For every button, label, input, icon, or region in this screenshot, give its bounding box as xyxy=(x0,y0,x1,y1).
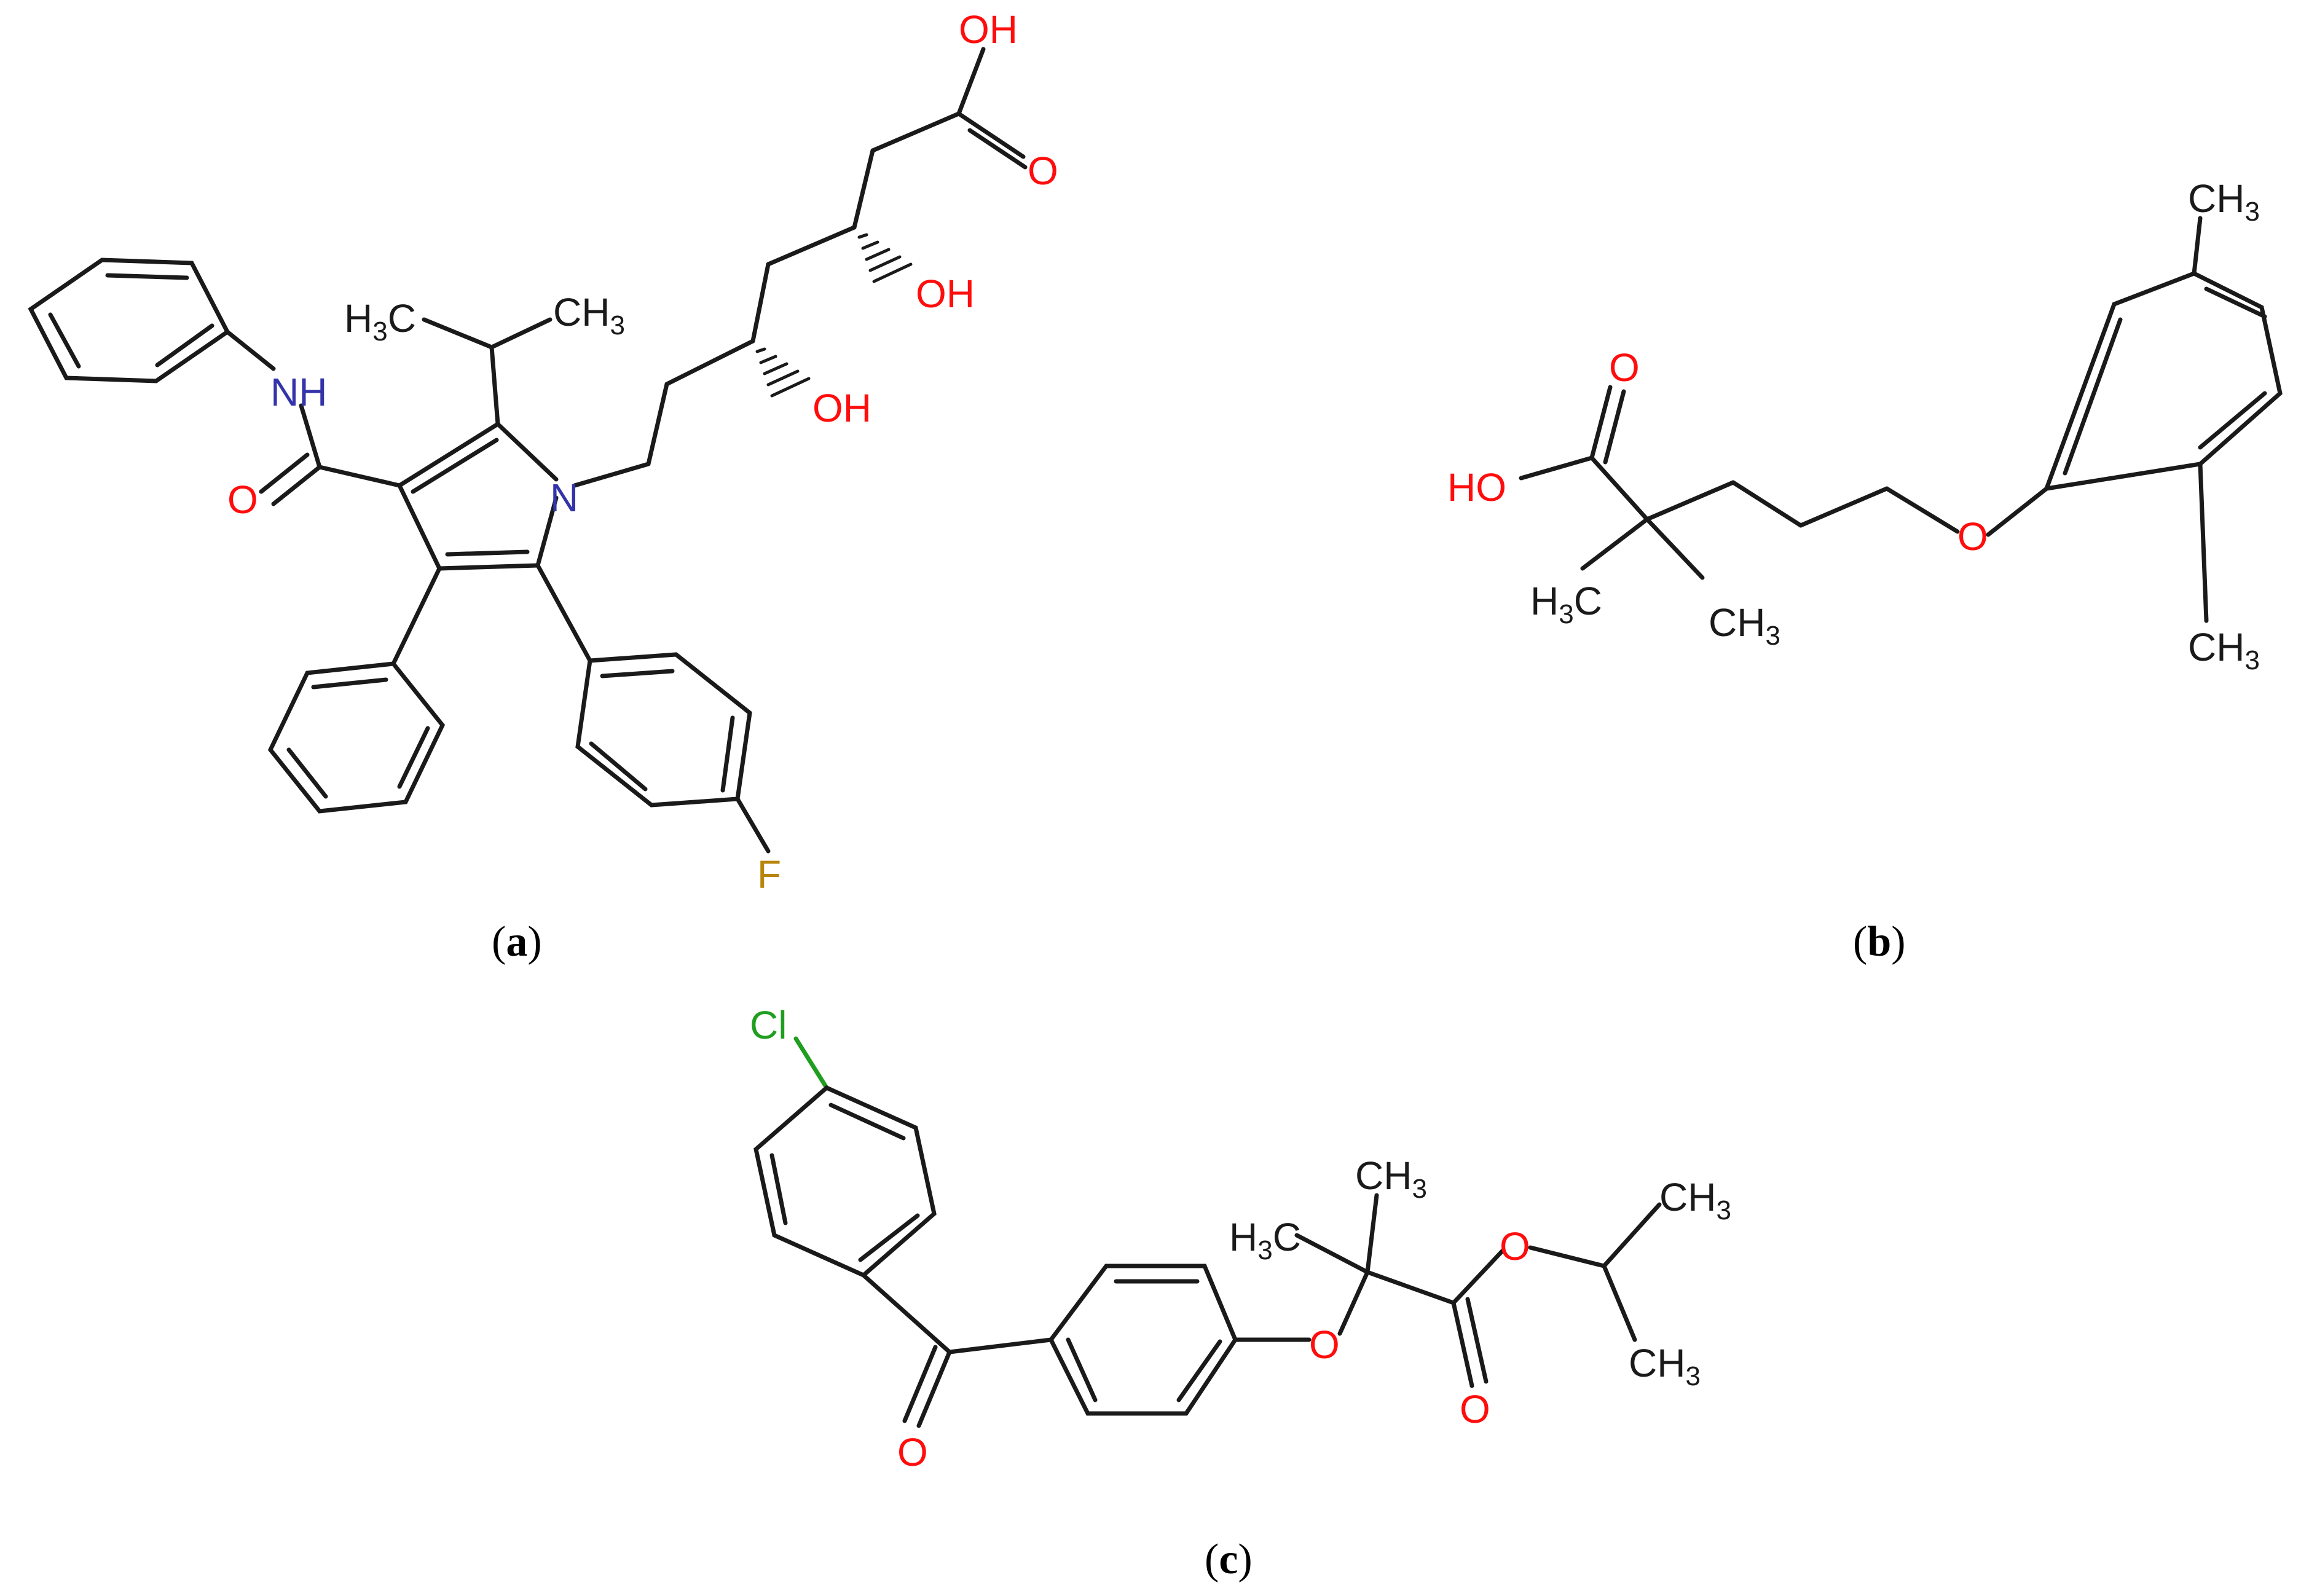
acid-hydroxyl-label: OH xyxy=(959,7,1018,52)
top-ch3-label: CH3 xyxy=(2188,176,2260,227)
phenyl-ring-a2 xyxy=(267,661,446,814)
ester-carbonyl-oxygen-label: O xyxy=(1460,1387,1490,1431)
caption-c: (c) xyxy=(1205,1536,1253,1583)
molecule-b: O HO H3C CH3 O CH3 CH3 xyxy=(1447,176,2283,675)
amide-oxygen-label: O xyxy=(227,478,258,522)
gem-ch3-label: CH3 xyxy=(1709,600,1780,651)
hashed-wedge-lower xyxy=(755,347,811,398)
upper-hydroxyl-label: OH xyxy=(916,272,975,316)
hashed-wedge-upper xyxy=(857,233,913,283)
gem-h3c-label: H3C xyxy=(1530,579,1602,629)
bottom-ch3-label: CH3 xyxy=(2188,625,2260,675)
chlorophenyl-ring xyxy=(753,1085,937,1278)
top-ch3-label: CH3 xyxy=(1355,1154,1427,1204)
ether-oxygen-label: O xyxy=(1309,1323,1340,1367)
acid-hydroxyl-label: HO xyxy=(1447,465,1506,509)
amide-nh-label: NH xyxy=(270,370,327,414)
caption-b: (b) xyxy=(1853,918,1906,965)
isopropyl-top-ch3-label: CH3 xyxy=(1659,1175,1731,1225)
lower-hydroxyl-label: OH xyxy=(812,386,871,430)
isopropyl-h3c-label: H3C xyxy=(344,296,416,347)
ketone-oxygen-label: O xyxy=(897,1430,928,1474)
caption-a: (a) xyxy=(492,918,542,965)
phenoxy-ring xyxy=(1048,1264,1238,1416)
h3c-label: H3C xyxy=(1229,1215,1301,1265)
ether-oxygen-label: O xyxy=(1957,514,1988,559)
acid-carbonyl-oxygen-label: O xyxy=(1028,149,1058,193)
chlorine-label: Cl xyxy=(750,1003,787,1047)
acid-oxygen-label: O xyxy=(1609,345,1640,390)
fluorine-label: F xyxy=(757,852,781,897)
ester-single-oxygen-label: O xyxy=(1500,1224,1530,1268)
isopropyl-bottom-ch3-label: CH3 xyxy=(1629,1341,1701,1391)
molecule-c: Cl O O H3C CH3 O O CH3 CH3 xyxy=(750,1003,1731,1474)
pyrrole-n-label: N xyxy=(550,476,578,520)
isopropyl-ch3-label: CH3 xyxy=(553,290,625,340)
molecule-a: OH O OH OH H3C CH3 NH N O F xyxy=(28,7,1058,897)
